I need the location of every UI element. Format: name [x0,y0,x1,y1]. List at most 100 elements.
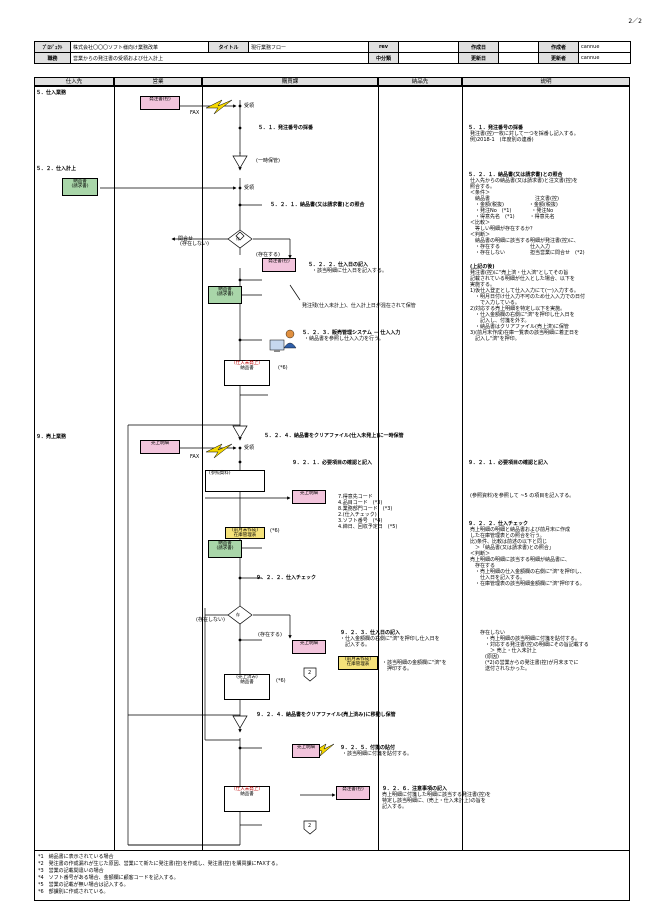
lane-divider [378,86,379,851]
offpage-connector-label: 2 [308,670,312,676]
explain-line: ・明月日付け仕入力不可のため仕入入力での日付 [470,294,586,300]
temp-storage-triangle [232,715,248,729]
clear-file-unposted-2: (仕入未発上) 納品書 [224,786,270,812]
page-number: 2／2 [628,18,642,25]
explain-line: ・存在する 仕入入力 [470,244,551,250]
step-5-2-2-title: ５．２．２．仕入日の記入 [308,262,369,268]
explain-line: 納品書 注文書(控) [470,196,559,202]
column-header-explanation: 説明 [462,77,630,86]
field-item: 4.品目コード (*3) [338,500,383,506]
temp-storage-triangle [232,155,248,169]
footnote-ref: (*6) [278,365,288,371]
subcategory-label: 中分類 [368,52,399,64]
explain-line: ＜条件＞ [470,190,491,196]
temp-hold-label: (一時保管) [256,158,280,164]
footnote-ref: (*6) [276,678,286,684]
doc-prev-month-stock: (前月末作成) 在庫管理表 [225,527,265,539]
explain-line: 比)条件、比較は前述の以下と同じ [470,539,547,545]
doc-sales-slip: 売上明細 [140,440,180,454]
clear-file-sub: 納品書 [240,366,254,371]
explain-line: ・売上明細の仕入金額欄の右側に"済"を押印し、 [470,569,585,575]
field-item: 8.業務部門コード (*3) [338,506,393,512]
offpage-connector [303,667,317,682]
explain-line: ・仕入金額欄の右側に"済"を押印し仕入日を [470,312,575,318]
explain-5-2-1-title: ５．２．１．納品書(又は請求書)との照合 [468,172,563,178]
explain-line: 存在する [470,563,496,569]
field-list: 7.得意先コード 4.品目コード (*3) 8.業務部門コード (*3) 2.(… [338,494,397,530]
doc-sales-detail: 売上明細 [292,490,326,504]
field-item: 4.締日、回収予定日 (*5) [338,524,398,530]
step-5-1-title: ５．１．発注番号の採番 [258,125,314,131]
footnote-item: *4 ソフト番号がある場合、金額欄に顧客コードを記入する。 [38,875,179,881]
step-5-2-2-desc: ・該当明細に仕入日を記入する。 [312,268,388,274]
footnote-item: *3 営業の記載間違いの場合 [38,868,104,874]
explain-line: ・在庫管理表の該当明細金額欄に"済"押印する。 [470,581,585,587]
fax-label-2: FAX [190,454,200,460]
step-9-2-3-desc: ・仕入金額欄の右側に"済"を押印し仕入日を [340,636,440,642]
section-purchase-posting: ５．２．仕入計上 [36,166,77,172]
footnote-item: *5 営業の記載が無い場合は記入する。 [38,882,129,888]
sticky-lightning-icon [315,743,335,757]
explain-line: 売上明細の明細と納品書および前月末に作成 [470,527,571,533]
exist-label-2: (存在する) [258,632,282,638]
explain-line: 仕入日を記入する。 [470,575,526,581]
step-9-2-3-title: ９．２．３．仕入日の記入 [340,630,401,636]
category-label: 職務 [34,52,71,64]
explain-line: 発注書(控)一枚に対して一つを採番し記入する。 [470,131,579,137]
clear-file-sub: 納品書 [240,792,254,797]
explain-line: ・得意先名 (*1) ・得意先名 [470,214,555,220]
explain-line: 発注書(控)に"売上済・仕入済"としてその旨 [470,270,569,276]
step-5-2-4-title: ５．２．４．納品書をクリアファイル(仕入未発上)に一時保管 [264,433,404,439]
receive-label: 受領 [244,445,255,451]
lane-divider [202,86,203,851]
header-table: ﾌﾟﾛｼﾞｪｸﾄ 株式会社〇〇〇ソフト様向け業務改革 タイトル 現行業務フロー … [34,41,631,64]
explain-line: した在庫管理表との照合を行う。 [470,533,545,539]
not-exist-label-2: (存在しない) [196,617,225,623]
step-9-2-2-title: ９．２．２．仕入チェック [256,575,317,581]
explain-line: ・対応する発注書(控)の明細にその旨記載する [480,642,589,648]
explain-line: 送付されなかった。 [480,666,531,672]
footnote-item: *1 納品書に表示されている場合 [38,854,114,860]
not-exist-label: (存在しない) [180,241,209,247]
step-9-2-5-title: ９．２．５．付箋の貼付 [340,745,396,751]
step-5-2-3-title: ５．２．３．販売管理システム － 仕入入力 [302,330,401,336]
column-header-purchasing: 購買課 [202,77,378,86]
receive-label: 受領 [244,103,255,109]
step-9-2-3-desc: ・該当明細の金額欄に"済"を [382,660,447,666]
step-9-2-3-desc: 押印する。 [382,666,413,672]
explain-line: ＜判断＞ [470,551,491,557]
inquiry-label: 問合せ [178,236,194,242]
explain-line: 記入し、付箋を外す。 [470,318,530,324]
fax-lightning-icon [205,443,233,459]
field-item: 2.(仕入チェック) [338,512,377,518]
explain-line: 売上明細の明細に該当する明細が納品書に、 [470,557,570,563]
explain-upper-title: (上記の後) [470,264,495,270]
swimlane-frame [34,86,630,851]
explain-line: 3)(前月末作成)在庫一覧表の該当明細に着正日を [470,330,580,336]
fax-lightning-icon [205,99,233,115]
clear-file-title: (売上済み) [236,675,258,680]
fax-label: FAX [190,110,200,116]
explain-line: ・存在しない 担当営業に問合せ (*2) [470,250,585,256]
explain-9-2-1-title: ９．２．１．必要項目の確認と記入 [468,460,549,466]
footnote-list: *1 納品書に表示されている場合 *2 発注書の作成漏れが生じた原因、営業にて新… [38,854,281,896]
step-9-2-3-desc: 記入する。 [340,642,371,648]
explain-5-1-body: 発注書(控)一枚に対して一つを採番し記入する。 例)2018-1 (年度別の連番… [470,131,579,143]
doc-sales-detail-3: 売上明細 [292,744,320,758]
clear-file-unposted: (仕入未発上) 納品書 [224,360,270,386]
exist-label: (存在する) [256,252,280,258]
doc-order-receipt-3: 発注書(控) [336,786,370,800]
column-header-supplier: 仕入先 [34,77,114,86]
step-9-2-6-desc: 特定し該当明細に、(売上・仕入未計上)の旨を [382,798,486,804]
field-item: 7.得意先コード [338,494,373,500]
doc-invoice-3: 納品書 (請求書) [208,540,242,558]
doc-sales-detail-2: 売上明細 [292,640,326,654]
explain-line: 2)対応する売上明細を特定し以下を実施。 [470,306,566,312]
lane-divider [462,86,463,851]
explain-line: 例)2018-1 (年度別の連番) [470,137,534,143]
explain-line: 1)仮仕入登正として仕入入力にて(一)入力する。 [470,288,579,294]
step-9-2-6-desc: 売上明細に付箋した明細に該当する発注書(控)を [382,792,491,798]
step-9-2-4-title: ９．２．４．納品書をクリアファイル(売上済み)に移動し保管 [256,712,396,718]
footnotes-box: *1 納品書に表示されている場合 *2 発注書の作成漏れが生じた原因、営業にて新… [34,851,630,901]
